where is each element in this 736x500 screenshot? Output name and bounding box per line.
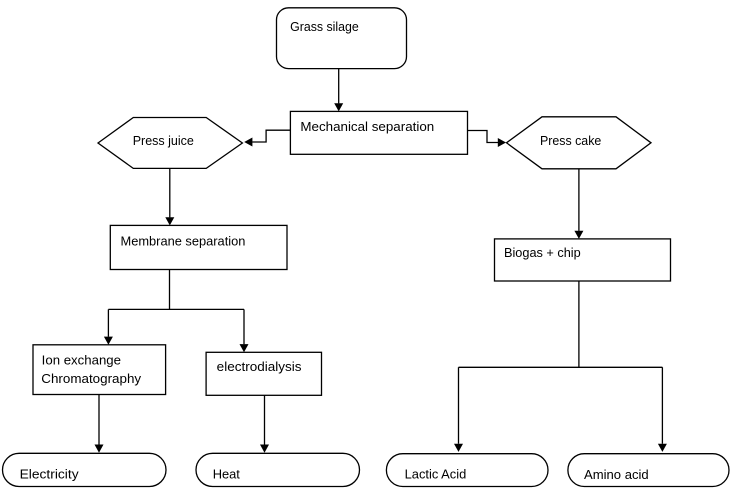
svg-text:Chromatography: Chromatography: [41, 371, 141, 386]
svg-text:Mechanical separation: Mechanical separation: [300, 119, 434, 134]
svg-text:Biogas + chip: Biogas + chip: [504, 245, 581, 260]
svg-text:Heat: Heat: [213, 467, 241, 482]
svg-text:Electricity: Electricity: [20, 466, 80, 481]
svg-text:electrodialysis: electrodialysis: [217, 359, 302, 374]
svg-text:Press juice: Press juice: [133, 133, 194, 148]
svg-text:Lactic Acid: Lactic Acid: [405, 467, 467, 482]
svg-text:Grass silage: Grass silage: [290, 19, 359, 34]
svg-text:Ion exchange: Ion exchange: [42, 353, 121, 368]
svg-text:Press cake: Press cake: [540, 133, 601, 148]
svg-text:Amino acid: Amino acid: [584, 467, 649, 482]
svg-text:Membrane separation: Membrane separation: [121, 233, 246, 248]
